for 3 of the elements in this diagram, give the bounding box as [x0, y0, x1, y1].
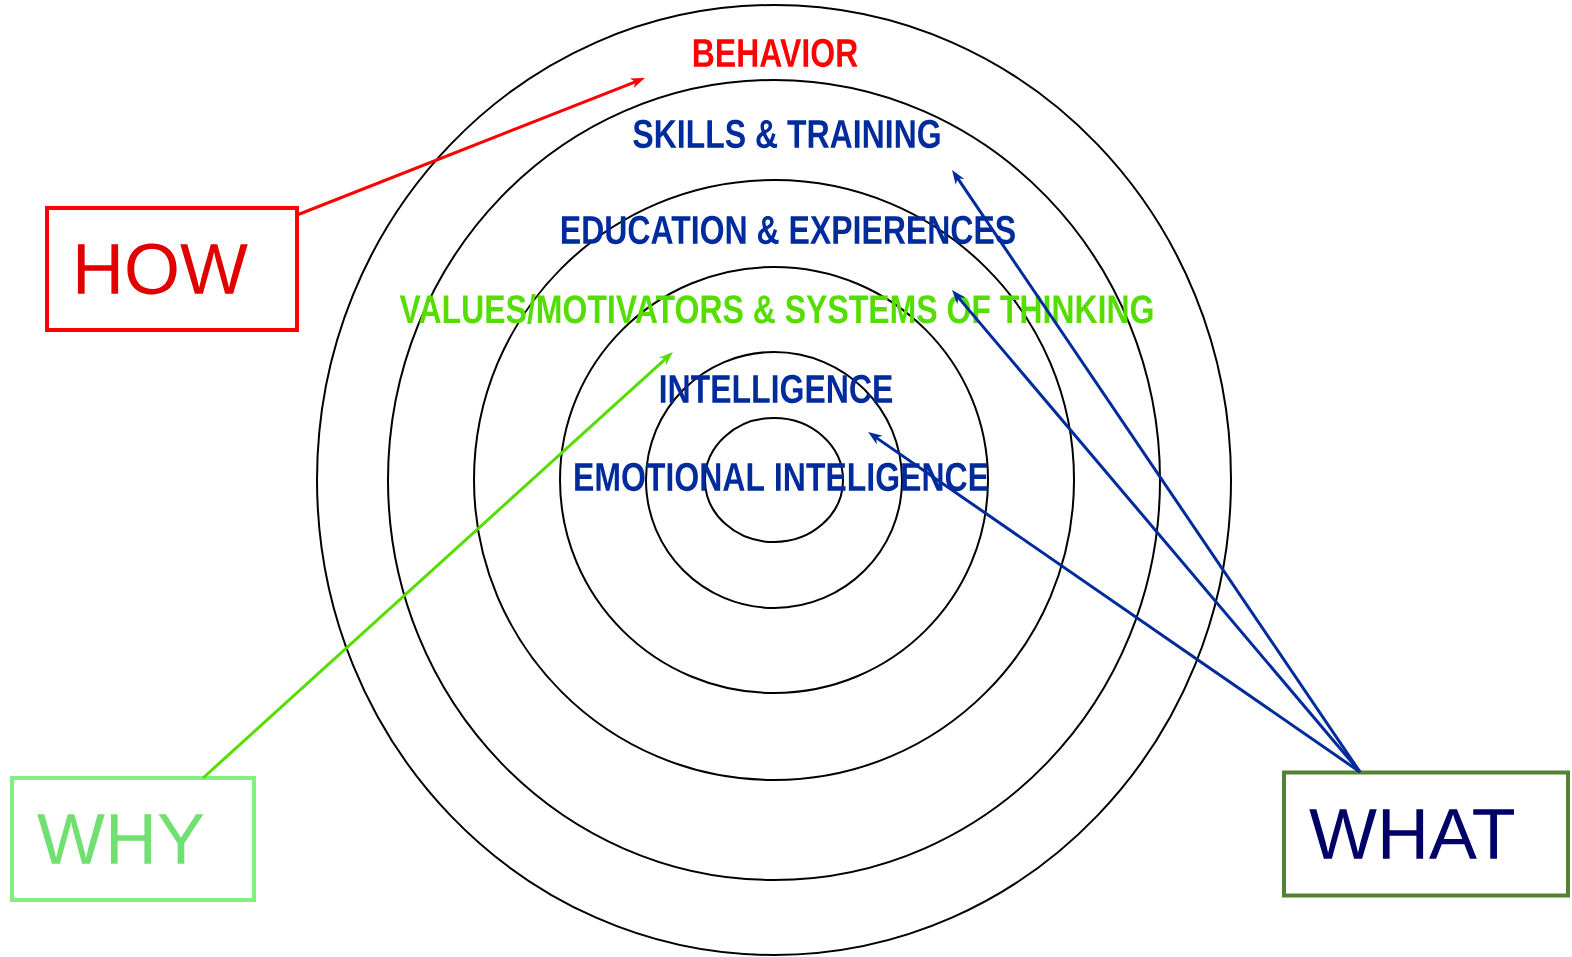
- label-box: WHAT: [1282, 770, 1570, 898]
- label-box: WHY: [10, 776, 256, 902]
- label-box: HOW: [45, 206, 299, 332]
